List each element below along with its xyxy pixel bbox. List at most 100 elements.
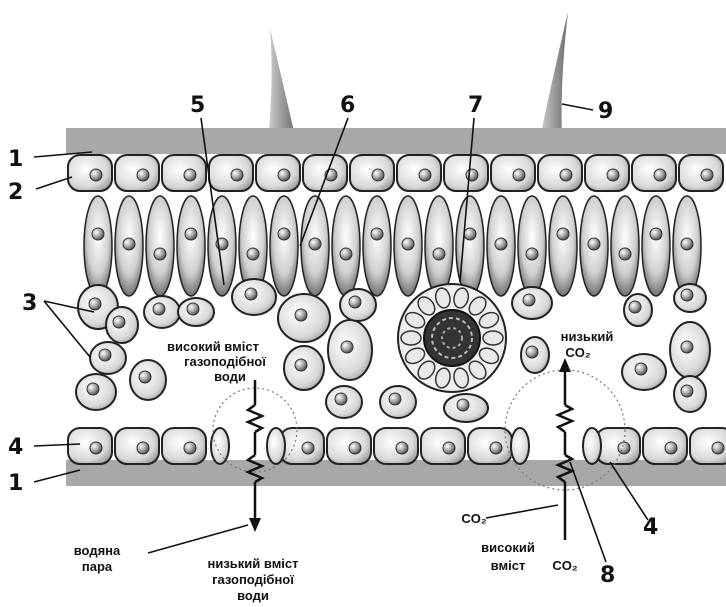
nucleus	[607, 169, 619, 181]
nucleus	[681, 385, 693, 397]
label-1-top: 1	[8, 147, 23, 172]
guard-cell	[267, 428, 285, 464]
high-co2-text-1: високий	[481, 540, 535, 555]
label-6: 6	[340, 93, 355, 118]
palisade-cell	[642, 196, 670, 296]
nucleus	[185, 228, 197, 240]
nucleus	[87, 383, 99, 395]
label-4-right: 4	[643, 515, 658, 540]
low-water-text-1: низький вміст	[207, 556, 298, 571]
nucleus	[139, 371, 151, 383]
nucleus	[402, 238, 414, 250]
trichome-left	[268, 28, 296, 140]
nucleus	[247, 248, 259, 260]
nucleus	[341, 341, 353, 353]
nucleus	[153, 303, 165, 315]
nucleus	[665, 442, 677, 454]
nucleus	[349, 442, 361, 454]
palisade-cell	[270, 196, 298, 296]
water-vapor-text-1: водяна	[74, 543, 121, 558]
nucleus	[137, 169, 149, 181]
high-co2-text-2: вміст	[491, 558, 526, 573]
co2-diffusion-arrow	[558, 370, 572, 540]
water-vapor-arrowhead	[249, 518, 261, 532]
nucleus	[681, 341, 693, 353]
nucleus	[619, 248, 631, 260]
nucleus	[89, 298, 101, 310]
nucleus	[154, 248, 166, 260]
palisade-cell	[549, 196, 577, 296]
high-water-text-1: високий вміст	[167, 339, 259, 354]
nucleus	[618, 442, 630, 454]
high-water-text-2: газоподібної	[184, 354, 266, 369]
high-water-text-3: води	[214, 369, 246, 384]
co2-label-small: CO₂	[461, 511, 487, 526]
nucleus	[635, 363, 647, 375]
bundle-sheath-cell	[483, 331, 503, 345]
nucleus	[335, 393, 347, 405]
nucleus	[113, 316, 125, 328]
nucleus	[464, 228, 476, 240]
nucleus	[650, 228, 662, 240]
nucleus	[588, 238, 600, 250]
nucleus	[372, 169, 384, 181]
nucleus	[701, 169, 713, 181]
nucleus	[419, 169, 431, 181]
water-vapor-diffusion-arrow	[248, 380, 262, 520]
low-water-text-2: газоподібної	[212, 572, 294, 587]
nucleus	[712, 442, 724, 454]
palisade-cell	[518, 196, 546, 296]
nucleus	[654, 169, 666, 181]
low-water-text-3: води	[237, 588, 269, 603]
nucleus	[302, 442, 314, 454]
bundle-sheath-cell	[401, 331, 421, 345]
nucleus	[278, 228, 290, 240]
nucleus	[457, 399, 469, 411]
low-co2-text-1: низький	[561, 329, 614, 344]
nucleus	[523, 294, 535, 306]
nucleus	[443, 442, 455, 454]
nucleus	[99, 349, 111, 361]
vascular-bundle	[398, 284, 506, 392]
nucleus	[389, 393, 401, 405]
palisade-cell	[425, 196, 453, 296]
label-9: 9	[598, 99, 613, 124]
nucleus	[495, 238, 507, 250]
label-1-bottom: 1	[8, 471, 23, 496]
high-co2-text-3: CO₂	[552, 558, 578, 573]
label-4-left: 4	[8, 435, 23, 460]
nucleus	[681, 289, 693, 301]
nucleus	[90, 442, 102, 454]
label-3: 3	[22, 291, 37, 316]
nucleus	[295, 309, 307, 321]
nucleus	[184, 169, 196, 181]
palisade-cell	[332, 196, 360, 296]
nucleus	[245, 288, 257, 300]
guard-cell	[511, 428, 529, 464]
nucleus	[349, 296, 361, 308]
nucleus	[433, 248, 445, 260]
trichome-right	[540, 12, 568, 138]
nucleus	[90, 169, 102, 181]
nucleus	[526, 346, 538, 358]
lower-epidermis	[68, 428, 726, 464]
water-vapor-text-2: пара	[82, 559, 113, 574]
nucleus	[681, 238, 693, 250]
nucleus	[340, 248, 352, 260]
nucleus	[295, 359, 307, 371]
nucleus	[396, 442, 408, 454]
nucleus	[231, 169, 243, 181]
label-7: 7	[468, 93, 483, 118]
nucleus	[187, 303, 199, 315]
nucleus	[466, 169, 478, 181]
palisade-cell	[146, 196, 174, 296]
upper-cuticle	[66, 128, 726, 154]
palisade-cell	[363, 196, 391, 296]
palisade-layer	[84, 196, 701, 296]
nucleus	[309, 238, 321, 250]
low-co2-text-2: CO₂	[565, 345, 591, 360]
nucleus	[560, 169, 572, 181]
guard-cell	[583, 428, 601, 464]
guard-cell	[211, 428, 229, 464]
